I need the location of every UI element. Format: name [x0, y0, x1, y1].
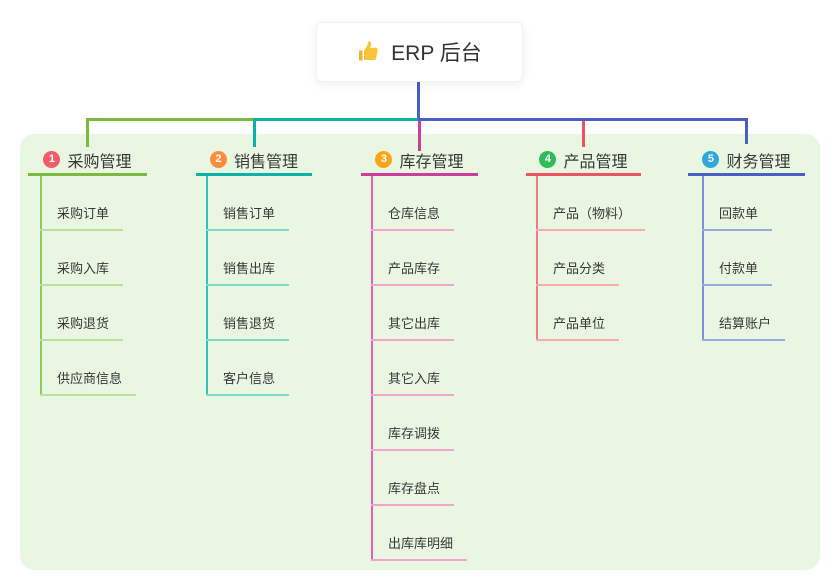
branch-number-badge: 4: [539, 151, 557, 168]
node-item[interactable]: 付款单: [702, 252, 773, 286]
connector-drop-branch-5: [745, 118, 748, 144]
node-item-label: 产品（物料）: [553, 206, 632, 221]
node-item-label: 销售退货: [223, 316, 276, 331]
node-item[interactable]: 采购订单: [40, 197, 124, 231]
branch-label: 采购管理: [67, 153, 132, 171]
connector-drop-branch-3: [418, 121, 421, 151]
branch-number-badge: 3: [375, 151, 393, 168]
connector-bus-branch-2: [252, 118, 418, 121]
node-item-label: 采购退货: [57, 316, 110, 331]
branch-title-2[interactable]: 2 销售管理: [196, 146, 312, 176]
branch-title-3[interactable]: 3 库存管理: [361, 146, 478, 176]
branch-label: 财务管理: [726, 153, 791, 171]
node-item[interactable]: 出库库明细: [371, 527, 468, 561]
connector-trunk: [417, 82, 420, 121]
connector-drop-branch-1: [86, 118, 89, 147]
node-item[interactable]: 仓库信息: [371, 197, 455, 231]
node-item[interactable]: 其它出库: [371, 307, 455, 341]
node-item[interactable]: 库存盘点: [371, 472, 455, 506]
node-item[interactable]: 产品分类: [536, 252, 620, 286]
branch-title-1[interactable]: 1 采购管理: [28, 146, 147, 176]
branch-rail-3: [371, 175, 373, 561]
node-item-label: 客户信息: [223, 371, 276, 386]
node-item[interactable]: 销售退货: [206, 307, 290, 341]
branch-rail-5: [702, 175, 704, 341]
background-panel: [20, 134, 820, 570]
branch-label: 库存管理: [399, 153, 464, 171]
node-item-label: 产品分类: [553, 261, 606, 276]
node-item[interactable]: 其它入库: [371, 362, 455, 396]
node-item[interactable]: 供应商信息: [40, 362, 137, 396]
node-item[interactable]: 采购入库: [40, 252, 124, 286]
node-item[interactable]: 库存调拨: [371, 417, 455, 451]
node-item[interactable]: 采购退货: [40, 307, 124, 341]
node-item-label: 供应商信息: [57, 371, 123, 386]
connector-drop-branch-2: [252, 118, 256, 147]
branch-label: 销售管理: [233, 153, 298, 171]
node-item-label: 产品库存: [388, 261, 441, 276]
node-item-label: 出库库明细: [388, 536, 454, 551]
branch-title-4[interactable]: 4 产品管理: [526, 146, 641, 176]
branch-title-5[interactable]: 5 财务管理: [688, 146, 805, 176]
connector-bus-branch-5: [418, 118, 748, 121]
node-item[interactable]: 销售订单: [206, 197, 290, 231]
connector-bus-branch-1: [86, 118, 256, 121]
thumbs-up-icon: [357, 40, 381, 64]
node-item-label: 付款单: [719, 261, 759, 276]
root-title: ERP 后台: [391, 42, 482, 65]
node-item[interactable]: 客户信息: [206, 362, 290, 396]
node-item-label: 库存盘点: [388, 481, 441, 496]
branch-number-badge: 1: [43, 151, 61, 168]
node-item-label: 其它入库: [388, 371, 441, 386]
node-item[interactable]: 产品库存: [371, 252, 455, 286]
node-item-label: 销售订单: [223, 206, 276, 221]
node-item[interactable]: 回款单: [702, 197, 773, 231]
node-item-label: 采购订单: [57, 206, 110, 221]
branch-number-badge: 5: [702, 151, 720, 168]
node-item[interactable]: 产品单位: [536, 307, 620, 341]
node-item-label: 回款单: [719, 206, 759, 221]
node-item[interactable]: 结算账户: [702, 307, 786, 341]
node-item-label: 结算账户: [719, 316, 772, 331]
node-item[interactable]: 产品（物料）: [536, 197, 646, 231]
branch-label: 产品管理: [563, 153, 628, 171]
branch-rail-4: [536, 175, 538, 341]
node-item-label: 仓库信息: [388, 206, 441, 221]
node-item-label: 库存调拨: [388, 426, 441, 441]
node-item-label: 销售出库: [223, 261, 276, 276]
node-item[interactable]: 销售出库: [206, 252, 290, 286]
node-item-label: 采购入库: [57, 261, 110, 276]
root-node[interactable]: ERP 后台: [316, 22, 523, 82]
branch-number-badge: 2: [209, 151, 227, 168]
node-item-label: 产品单位: [553, 316, 606, 331]
connector-drop-branch-4: [582, 121, 585, 147]
node-item-label: 其它出库: [388, 316, 441, 331]
